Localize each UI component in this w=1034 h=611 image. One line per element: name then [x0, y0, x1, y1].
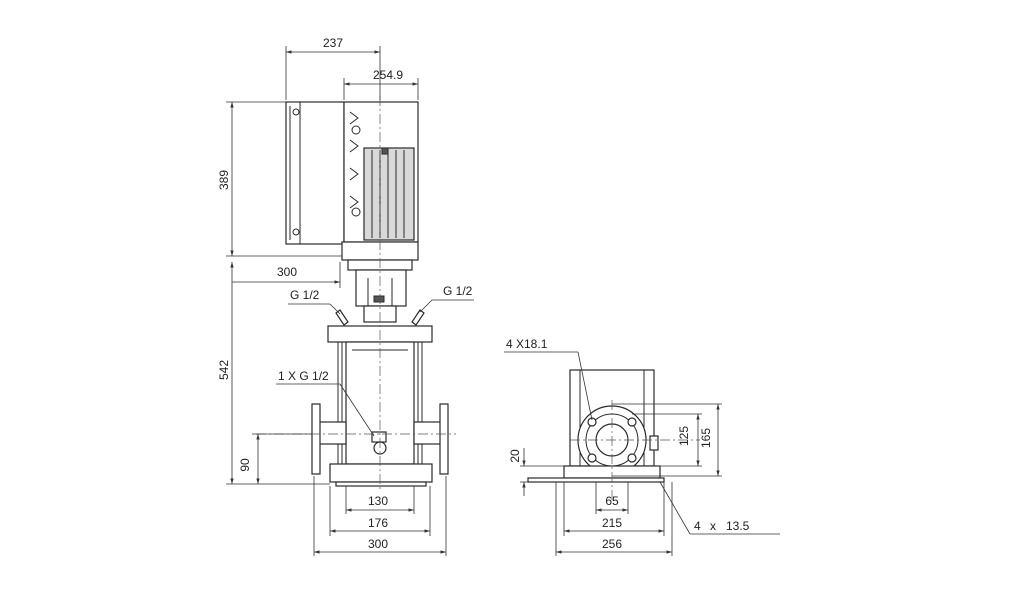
dim-130: 130	[368, 494, 388, 508]
label-flange-holes: 4 X18.1	[506, 337, 548, 351]
label-vent-left: G 1/2	[290, 288, 320, 302]
dim-237: 237	[323, 36, 343, 50]
dim-215: 215	[602, 516, 622, 530]
dim-165: 165	[699, 428, 713, 448]
dim-256: 256	[602, 537, 622, 551]
dim-65: 65	[605, 494, 619, 508]
callout-labels: G 1/2 G 1/2 1 X G 1/2 4 X18.1 4 x 13.5	[278, 284, 750, 533]
label-foot-holes-count: 4	[694, 519, 701, 533]
vent-screws	[335, 309, 425, 326]
label-vent-right: G 1/2	[443, 284, 473, 298]
dim-176: 176	[368, 516, 388, 530]
side-dimensions	[504, 351, 780, 556]
motor-fins	[363, 147, 415, 241]
side-view	[527, 369, 700, 500]
dim-254-9: 254.9	[373, 68, 403, 82]
front-dimensions	[226, 46, 474, 556]
motor-terminal-box	[285, 101, 345, 245]
label-foot-holes-size: 13.5	[726, 519, 750, 533]
label-drain: 1 X G 1/2	[278, 369, 329, 383]
dim-542: 542	[217, 360, 231, 380]
dim-300-top: 300	[277, 265, 297, 279]
pump-base	[311, 403, 449, 487]
front-view	[256, 96, 456, 490]
dim-300: 300	[368, 537, 388, 551]
dim-20: 20	[508, 449, 522, 463]
dim-125: 125	[677, 426, 691, 446]
dim-389: 389	[217, 170, 231, 190]
dimension-labels: 237 254.9 389 300 542 90 130 176 300 20 …	[217, 36, 713, 551]
dim-90: 90	[238, 458, 252, 472]
label-foot-holes-x: x	[710, 519, 716, 533]
